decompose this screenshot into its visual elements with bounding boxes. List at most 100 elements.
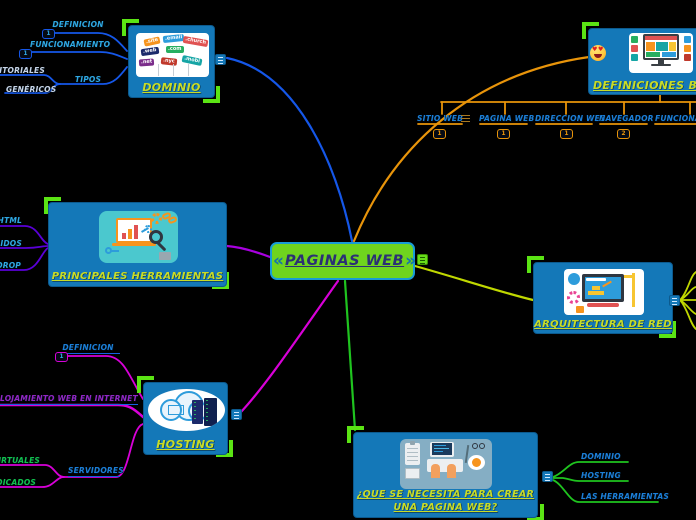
subtopic-gestores-contenidos[interactable]: GESTORES DE CONTENIDOS bbox=[0, 239, 22, 248]
hosting-image bbox=[148, 389, 225, 431]
subtopic-editores-html[interactable]: EDITORES HTML bbox=[0, 216, 22, 225]
notes-icon-sitio-web[interactable] bbox=[461, 113, 470, 122]
relation-badge[interactable]: 2 bbox=[617, 129, 630, 139]
subtopic-sitio-web[interactable]: SITIO WEB bbox=[417, 114, 463, 123]
selection-bracket bbox=[44, 197, 61, 214]
subtopic-servidores[interactable]: SERVIDORES bbox=[68, 466, 124, 477]
heart-eyes-emoji-icon: ♥ ♥ bbox=[590, 45, 606, 61]
edge-center-hosting bbox=[239, 279, 340, 414]
sign-stick bbox=[188, 64, 189, 76]
notes-icon-dominio[interactable] bbox=[215, 54, 226, 65]
edge-arq-fan4 bbox=[679, 299, 696, 315]
central-topic-title: PAGINAS WEB bbox=[284, 253, 405, 269]
envelope-icon bbox=[405, 468, 420, 479]
selection-bracket bbox=[582, 22, 599, 39]
subtopic-dominio-definicion[interactable]: DEFINICION bbox=[52, 20, 104, 29]
edge-center-crear bbox=[343, 279, 357, 432]
subtopic-crear-herramientas[interactable]: LAS HERRAMIENTAS bbox=[581, 492, 669, 501]
subtopic-tipos-genericos[interactable]: GENÉRICOS bbox=[6, 85, 57, 94]
subtopic-funcionamiento[interactable]: FUNCIONAMIENTO bbox=[655, 114, 696, 123]
notes-icon-arquitectura[interactable] bbox=[669, 295, 680, 306]
domain-sign: .nyc bbox=[160, 57, 178, 66]
gear-icon bbox=[144, 225, 152, 233]
edge-center-definiciones bbox=[352, 55, 591, 243]
selection-bracket bbox=[527, 504, 544, 520]
topic-dominio[interactable]: .site .email .church .web .com .net .nyc… bbox=[128, 25, 215, 98]
notes-icon-crear[interactable] bbox=[542, 471, 553, 482]
topic-title-crear: ¿QUE SE NECESITA PARA CREAR UNA PAGINA W… bbox=[354, 489, 537, 515]
subtopic-direccion-web[interactable]: DIRECCION WEB bbox=[535, 114, 606, 123]
subtopic-alojamiento-web[interactable]: ALOJAMIENTO WEB EN INTERNET bbox=[0, 394, 138, 405]
mug-icon bbox=[576, 306, 584, 313]
domain-sign: .church bbox=[182, 35, 209, 48]
dominio-image: .site .email .church .web .com .net .nyc… bbox=[136, 33, 209, 77]
herramientas-image bbox=[99, 211, 178, 263]
crane-icon bbox=[632, 273, 635, 307]
domain-sign: .mobi bbox=[181, 55, 203, 66]
edge-hosting-definicion bbox=[66, 355, 144, 400]
selection-bracket bbox=[203, 86, 220, 103]
domain-sign: .web bbox=[140, 46, 159, 57]
selection-bracket bbox=[347, 426, 364, 443]
notes-icon-hosting[interactable] bbox=[231, 409, 242, 420]
relation-badge[interactable]: 1 bbox=[19, 49, 32, 59]
edge-center-arquitectura bbox=[413, 264, 535, 302]
subtopic-navegador[interactable]: NAVEGADOR bbox=[599, 114, 654, 123]
arquitectura-image bbox=[564, 269, 644, 315]
topic-title-definiciones: DEFINICIONES BASICAS bbox=[593, 79, 696, 92]
edge-center-herramientas bbox=[225, 244, 272, 259]
topic-que-se-necesita[interactable]: ¿QUE SE NECESITA PARA CREAR UNA PAGINA W… bbox=[353, 432, 538, 518]
definiciones-image bbox=[629, 33, 693, 73]
hand-icon bbox=[431, 464, 440, 478]
subtopic-dominio-tipos[interactable]: TIPOS bbox=[74, 75, 102, 84]
topic-title-dominio: DOMINIO bbox=[142, 81, 201, 94]
selection-bracket bbox=[216, 440, 233, 457]
topic-title-hosting: HOSTING bbox=[156, 438, 215, 451]
domain-sign: .site bbox=[143, 36, 161, 47]
subtopic-hosting-definicion[interactable]: DEFINICION bbox=[56, 343, 120, 354]
edge-arq-fan1 bbox=[679, 271, 696, 301]
selection-bracket bbox=[659, 321, 676, 338]
subtopic-pagina-web[interactable]: PAGINA WEB bbox=[479, 114, 535, 123]
edge-tipos-territoriales bbox=[0, 74, 61, 85]
central-topic-paginas-web[interactable]: « PAGINAS WEB » bbox=[270, 242, 417, 280]
subtopic-crear-hosting[interactable]: HOSTING bbox=[581, 471, 621, 480]
topic-arquitectura-de-red[interactable]: ARQUITECTURA DE RED bbox=[533, 262, 673, 334]
edge-hosting-alojamiento bbox=[0, 403, 145, 419]
edge-center-dominio bbox=[225, 56, 354, 243]
subtopic-dominio-funcionamiento[interactable]: FUNCIONAMIENTO bbox=[30, 40, 111, 49]
sign-stick bbox=[173, 64, 174, 76]
sign-stick bbox=[158, 64, 159, 76]
selection-bracket bbox=[137, 376, 154, 393]
edge-arq-fan5 bbox=[679, 299, 696, 330]
topic-definiciones-basicas[interactable]: ♥ ♥ DEFINICIONES BASICAS bbox=[588, 28, 696, 95]
subtopic-virtuales[interactable]: VIRTUALES bbox=[0, 456, 40, 465]
edge-dominio-funcionamiento bbox=[26, 51, 128, 60]
subtopic-dedicados[interactable]: DEDICADOS bbox=[0, 478, 36, 487]
relation-badge[interactable]: 1 bbox=[55, 352, 68, 362]
relation-badge[interactable]: 1 bbox=[497, 129, 510, 139]
gear-icon bbox=[151, 213, 162, 224]
edge-arq-fan2 bbox=[679, 286, 696, 301]
crear-title-line2: UNA PAGINA WEB? bbox=[393, 502, 498, 514]
relation-badge[interactable]: 1 bbox=[560, 129, 573, 139]
subtopic-tipos-territoriales[interactable]: TERRITORIALES bbox=[0, 66, 45, 75]
magnifier-icon bbox=[149, 230, 163, 244]
edge-servidores-virtuales bbox=[0, 464, 65, 478]
subtopic-crear-dominio[interactable]: DOMINIO bbox=[581, 452, 621, 461]
selection-bracket bbox=[527, 256, 544, 273]
topic-principales-herramientas[interactable]: PRINCIPALES HERRAMIENTAS bbox=[48, 202, 227, 287]
relation-badge[interactable]: 1 bbox=[42, 29, 55, 39]
gear-icon bbox=[567, 291, 580, 304]
relation-badge[interactable]: 1 bbox=[433, 129, 446, 139]
domain-sign: .net bbox=[138, 58, 155, 67]
selection-bracket bbox=[212, 272, 229, 289]
topic-hosting[interactable]: HOSTING bbox=[143, 382, 228, 455]
selection-bracket bbox=[122, 19, 139, 36]
subtopic-drag-and-drop[interactable]: DRAG AND DROP bbox=[0, 261, 21, 270]
chevron-right-icon: » bbox=[405, 250, 417, 271]
topic-title-arquitectura: ARQUITECTURA DE RED bbox=[534, 319, 672, 330]
notes-icon-central[interactable] bbox=[417, 254, 428, 265]
server-icon bbox=[204, 398, 217, 426]
